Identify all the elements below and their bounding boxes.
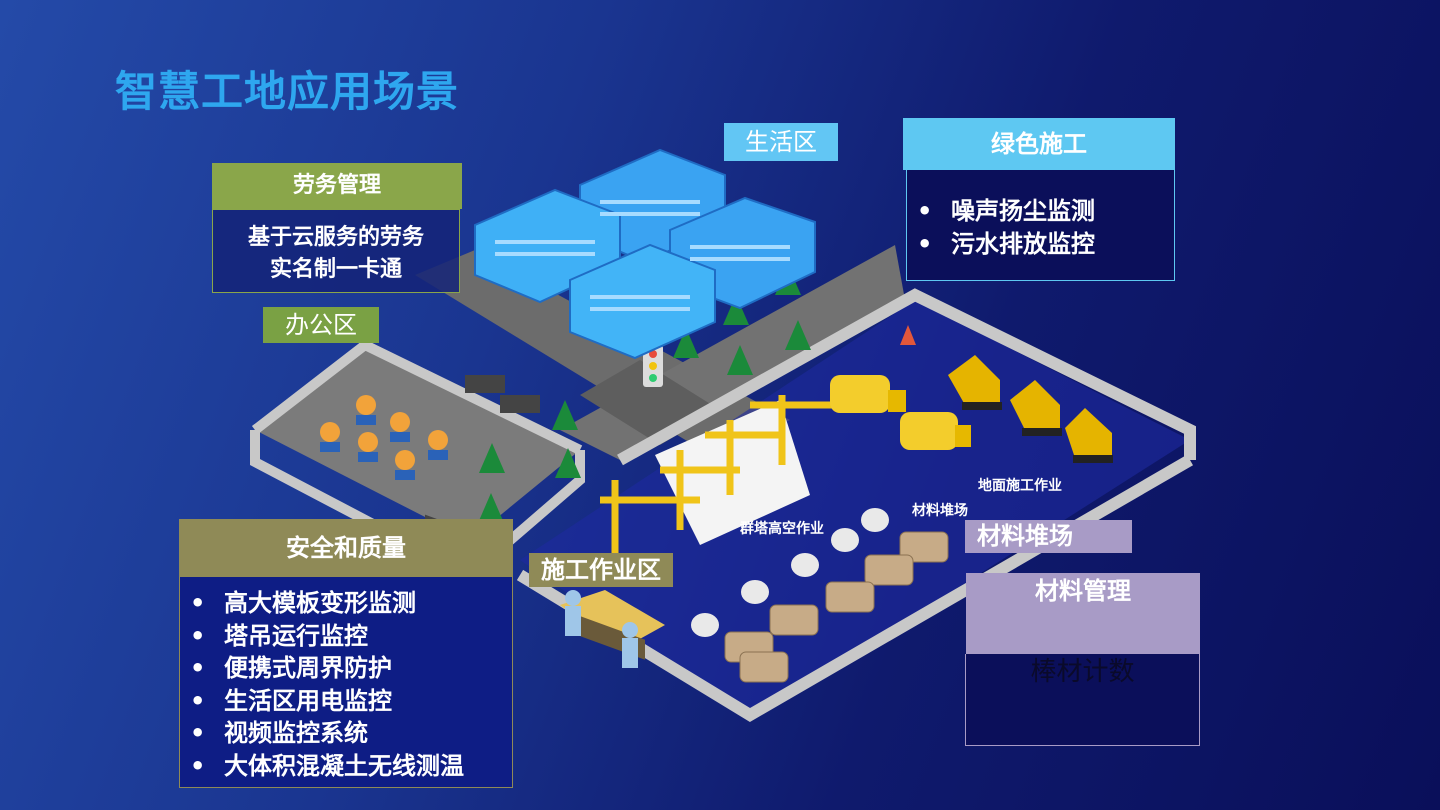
yard-small-label: 材料堆场 [912, 503, 968, 519]
site-wall-back [617, 288, 1196, 466]
tower-work-label: 群塔高空作业 [740, 521, 824, 537]
office-zone-tag: 办公区 [263, 307, 379, 343]
green-construction-list: 噪声扬尘监测 污水排放监控 [907, 195, 1174, 261]
labor-line-1: 基于云服务的劳务 [247, 225, 424, 250]
safety-item: 生活区用电监控 [180, 685, 512, 718]
guards [565, 590, 638, 668]
green-construction-header: 绿色施工 [903, 118, 1175, 170]
material-bags [724, 531, 949, 683]
safety-item: 塔吊运行监控 [180, 620, 512, 653]
page-title: 智慧工地应用场景 [115, 67, 460, 116]
excavators [948, 355, 1112, 458]
labor-management-header: 劳务管理 [212, 163, 462, 209]
office-workers-bodies [320, 415, 448, 480]
safety-item: 视频监控系统 [180, 717, 512, 750]
safety-quality-header: 安全和质量 [179, 519, 513, 577]
safety-item: 高大模板变形监测 [180, 587, 512, 620]
safety-item: 大体积混凝土无线测温 [180, 750, 512, 783]
tower-cranes [600, 395, 840, 560]
traffic-cone [900, 325, 916, 345]
labor-management-body: 基于云服务的劳务 实名制一卡通 [212, 209, 460, 293]
concrete-mixers [830, 375, 971, 450]
safety-quality-body: 高大模板变形监测 塔吊运行监控 便携式周界防护 生活区用电监控 视频监控系统 大… [179, 577, 513, 788]
work-zone-tag: 施工作业区 [529, 553, 673, 587]
traffic-light [643, 345, 663, 387]
green-item: 污水排放监控 [907, 228, 1174, 261]
labor-line-2: 实名制一卡通 [269, 257, 402, 282]
living-zone-tag: 生活区 [724, 123, 838, 161]
safety-quality-list: 高大模板变形监测 塔吊运行监控 便携式周界防护 生活区用电监控 视频监控系统 大… [180, 587, 512, 782]
living-buildings [474, 148, 816, 360]
material-management-header: 材料管理 [966, 573, 1200, 654]
material-yard-tag: 材料堆场 [965, 520, 1132, 553]
green-item: 噪声扬尘监测 [907, 195, 1174, 228]
green-construction-body: 噪声扬尘监测 污水排放监控 [906, 170, 1175, 281]
material-management-body: 棒材计数 [965, 654, 1200, 746]
office-floor [255, 345, 580, 540]
sand-piles [691, 508, 889, 637]
safety-item: 便携式周界防护 [180, 652, 512, 685]
ground-work-label: 地面施工作业 [978, 478, 1062, 494]
material-body-text: 棒材计数 [1030, 657, 1135, 687]
office-workers [320, 395, 448, 470]
